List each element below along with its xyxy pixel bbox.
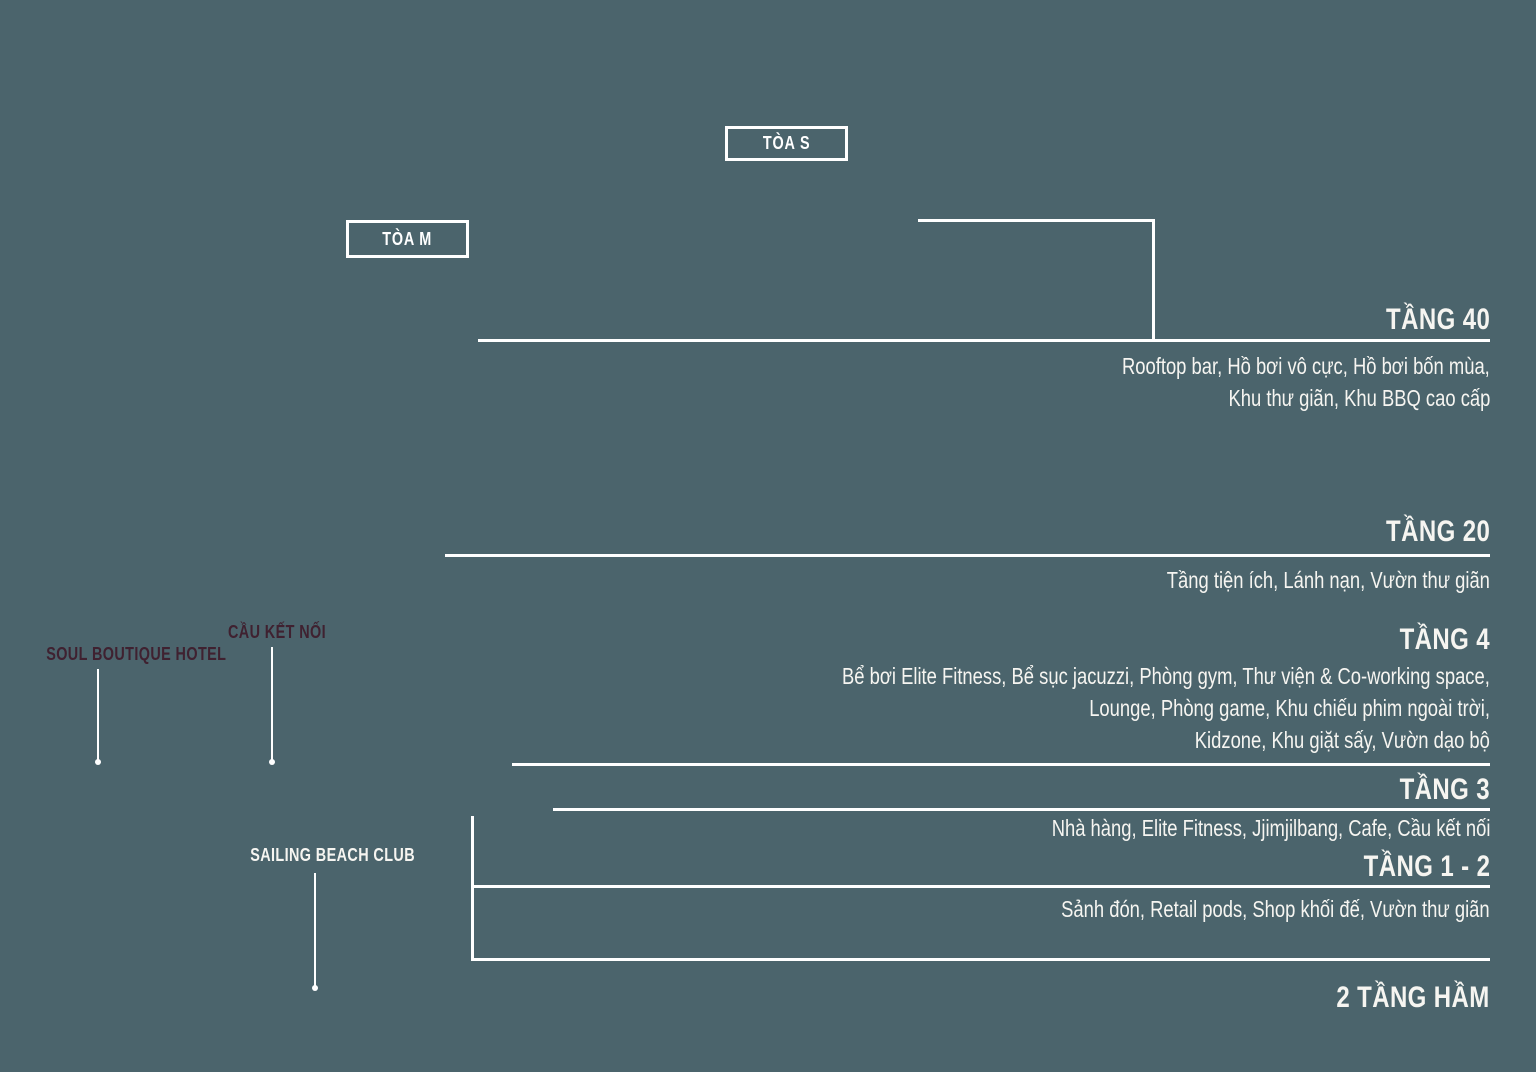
floor-heading-tang-3: TẦNG 3: [1399, 773, 1490, 806]
floor-heading-tang-40: TẦNG 40: [1385, 303, 1490, 336]
floor-detail: Tầng tiện ích, Lánh nạn, Vườn thư giãn: [1166, 567, 1490, 593]
podium-edge-line: [471, 816, 474, 961]
floor-detail: Lounge, Phòng game, Khu chiếu phim ngoài…: [1089, 695, 1490, 721]
floor-line-tang-3: [553, 808, 1490, 811]
floor-detail: Khu thư giãn, Khu BBQ cao cấp: [1228, 385, 1490, 411]
floor-detail: Kidzone, Khu giặt sấy, Vườn dạo bộ: [1194, 727, 1490, 753]
floor-line-tang-20: [445, 554, 1490, 557]
callout-sailing-beach-club: SAILING BEACH CLUB: [250, 845, 415, 865]
pointer-line-soul-boutique-hotel: [97, 669, 99, 762]
tower-label-toa-s: TÒA S: [762, 133, 811, 153]
callout-cau-ket-noi: CẦU KẾT NỐI: [228, 622, 326, 642]
floor-line-basement: [471, 958, 1490, 961]
callout-soul-boutique-hotel: SOUL BOUTIQUE HOTEL: [46, 644, 227, 664]
tower-s-roof-line: [918, 219, 1155, 222]
floor-detail: Sảnh đón, Retail pods, Shop khối đế, Vườ…: [1061, 896, 1491, 922]
tower-box-toa-m: TÒA M: [346, 220, 469, 258]
floor-heading-tang-20: TẦNG 20: [1385, 515, 1490, 548]
floor-detail: Bể bơi Elite Fitness, Bể sục jacuzzi, Ph…: [842, 663, 1490, 689]
floor-heading-tang-1-2: TẦNG 1 - 2: [1363, 850, 1490, 883]
floor-heading-2-tang-ham: 2 TẦNG HẦM: [1336, 981, 1490, 1014]
pointer-line-cau-ket-noi: [271, 647, 273, 762]
pointer-line-sailing-beach-club: [314, 873, 316, 988]
floor-line-tang-4: [512, 763, 1490, 766]
floor-detail: Nhà hàng, Elite Fitness, Jjimjilbang, Ca…: [1051, 815, 1490, 841]
floor-line-tang-40: [478, 339, 1490, 342]
floor-heading-tang-4: TẦNG 4: [1399, 623, 1490, 656]
tower-box-toa-s: TÒA S: [725, 126, 848, 161]
floor-line-tang-1-2: [471, 885, 1490, 888]
tower-label-toa-m: TÒA M: [382, 228, 433, 249]
floor-detail: Rooftop bar, Hồ bơi vô cực, Hồ bơi bốn m…: [1122, 353, 1490, 379]
tower-s-edge-line: [1152, 219, 1155, 342]
